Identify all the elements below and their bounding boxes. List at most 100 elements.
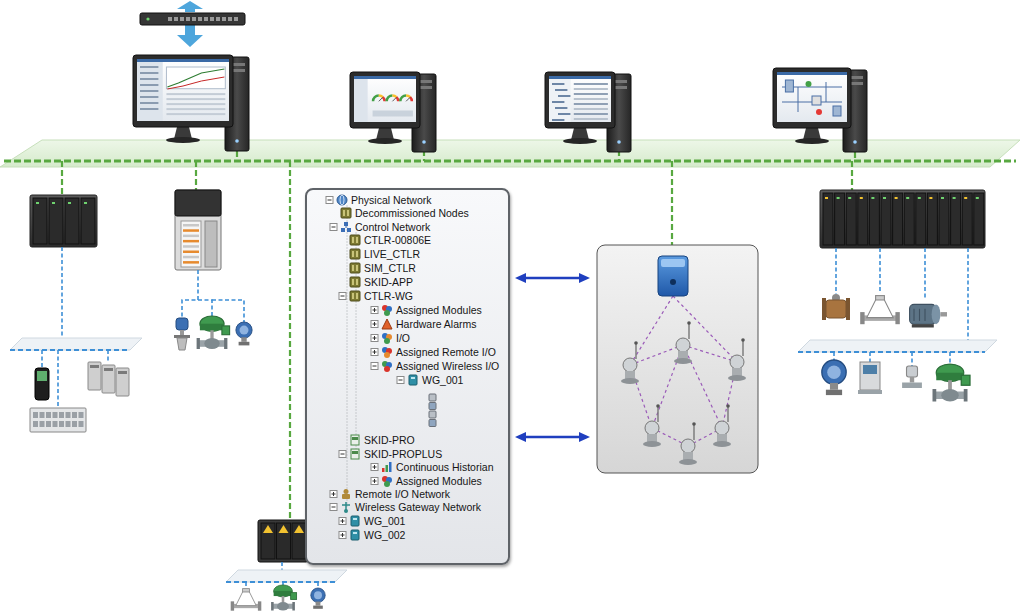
controller-module	[49, 198, 63, 244]
status-led	[36, 202, 39, 204]
module-icon	[384, 310, 390, 316]
fieldbus-wire	[967, 248, 969, 340]
list-row	[140, 102, 158, 104]
motor-feet	[912, 324, 934, 327]
status-led	[929, 197, 932, 199]
controller-module	[835, 193, 845, 245]
controller-stripe	[352, 251, 354, 257]
wireless-device	[713, 404, 731, 447]
expander-mark	[332, 227, 336, 228]
valve-body	[941, 389, 959, 402]
switch-port	[168, 17, 172, 21]
expander-mark	[399, 380, 403, 381]
remote-io-icon	[342, 494, 350, 499]
table-row	[166, 108, 225, 110]
tree-item-label: CTLR-00806E	[364, 234, 431, 247]
io-terminal	[46, 412, 51, 418]
alarm-icon	[382, 319, 392, 329]
valve-stem	[948, 380, 952, 390]
valve-body	[277, 602, 289, 611]
controller-icon	[350, 291, 360, 301]
handheld-communicator	[35, 368, 49, 400]
io-card	[88, 362, 101, 390]
valve-device	[933, 364, 971, 402]
flange	[224, 338, 227, 349]
wireless-device	[621, 341, 639, 384]
tree-icon	[409, 375, 417, 385]
list-row	[574, 108, 608, 110]
historian-bar	[389, 462, 392, 472]
tree-icon	[350, 235, 360, 245]
gateway-port	[670, 279, 676, 285]
expander-box	[397, 377, 404, 384]
flange	[713, 441, 731, 447]
tree-icon	[382, 462, 392, 472]
pipe-line	[798, 87, 799, 112]
monitor-bezel	[773, 68, 851, 128]
station-icon	[351, 449, 359, 459]
controller-module	[881, 193, 891, 245]
io-card-slot	[118, 371, 127, 374]
table-row	[166, 103, 225, 105]
io-card	[116, 368, 129, 396]
xmtr-icon	[429, 411, 436, 418]
tree-icon	[341, 222, 351, 232]
flange	[271, 602, 274, 611]
transmitter-head	[176, 318, 188, 330]
tree-item-label: SKID-APP	[364, 276, 413, 289]
controller-icon	[350, 277, 360, 287]
expander-box	[339, 532, 346, 539]
status-led	[52, 202, 55, 204]
tree-item-label: SIM_CTLR	[364, 262, 416, 275]
network-drop	[61, 161, 63, 195]
gateway-cap	[661, 259, 685, 267]
mesh-link	[683, 345, 722, 428]
positioner	[291, 593, 297, 600]
network-drop	[671, 161, 673, 256]
wireless-device	[728, 338, 746, 381]
flow-icon	[429, 420, 436, 427]
cabinet-door	[261, 523, 275, 559]
valve-symbol	[816, 109, 822, 115]
link-arrow-head	[579, 432, 590, 442]
io-terminal	[33, 412, 38, 418]
transmitter-body	[732, 368, 742, 376]
pipe	[858, 390, 882, 394]
radar-device	[174, 318, 190, 350]
sidebar	[137, 62, 163, 121]
list-row	[574, 118, 608, 120]
table-row	[166, 98, 225, 100]
controller-module	[916, 193, 926, 245]
window-titlebar	[549, 76, 611, 79]
expander-box	[339, 518, 346, 525]
tank-symbol	[833, 106, 841, 116]
power-light	[617, 140, 621, 144]
historian-bar	[382, 468, 385, 472]
network-switch	[140, 13, 245, 25]
expander-box	[339, 293, 346, 300]
switch-port	[198, 17, 202, 21]
switch-port	[222, 17, 226, 21]
switch-light	[146, 17, 149, 20]
controller-stripe	[356, 293, 358, 299]
tree-item-label: Wireless Gateway Network	[355, 501, 481, 514]
antenna	[742, 340, 743, 356]
flow-device	[822, 294, 850, 320]
tree-item-label: WG_002	[364, 529, 405, 542]
tree-icon	[351, 530, 359, 540]
controller-stripe	[356, 265, 358, 271]
list-row	[140, 72, 158, 74]
historian-bar	[386, 465, 389, 472]
network-drop	[289, 161, 291, 520]
network-drop	[195, 161, 197, 190]
wireless-device	[674, 321, 692, 364]
tree-item-label: Assigned Remote I/O	[396, 346, 496, 359]
antenna-tip	[726, 404, 730, 408]
antenna	[688, 323, 689, 339]
antenna	[693, 424, 694, 440]
pipe-line	[826, 82, 827, 102]
controller-module	[81, 198, 95, 244]
xmtr-icon	[429, 394, 436, 401]
valve-device	[271, 585, 297, 611]
monitor-screen	[354, 76, 416, 122]
